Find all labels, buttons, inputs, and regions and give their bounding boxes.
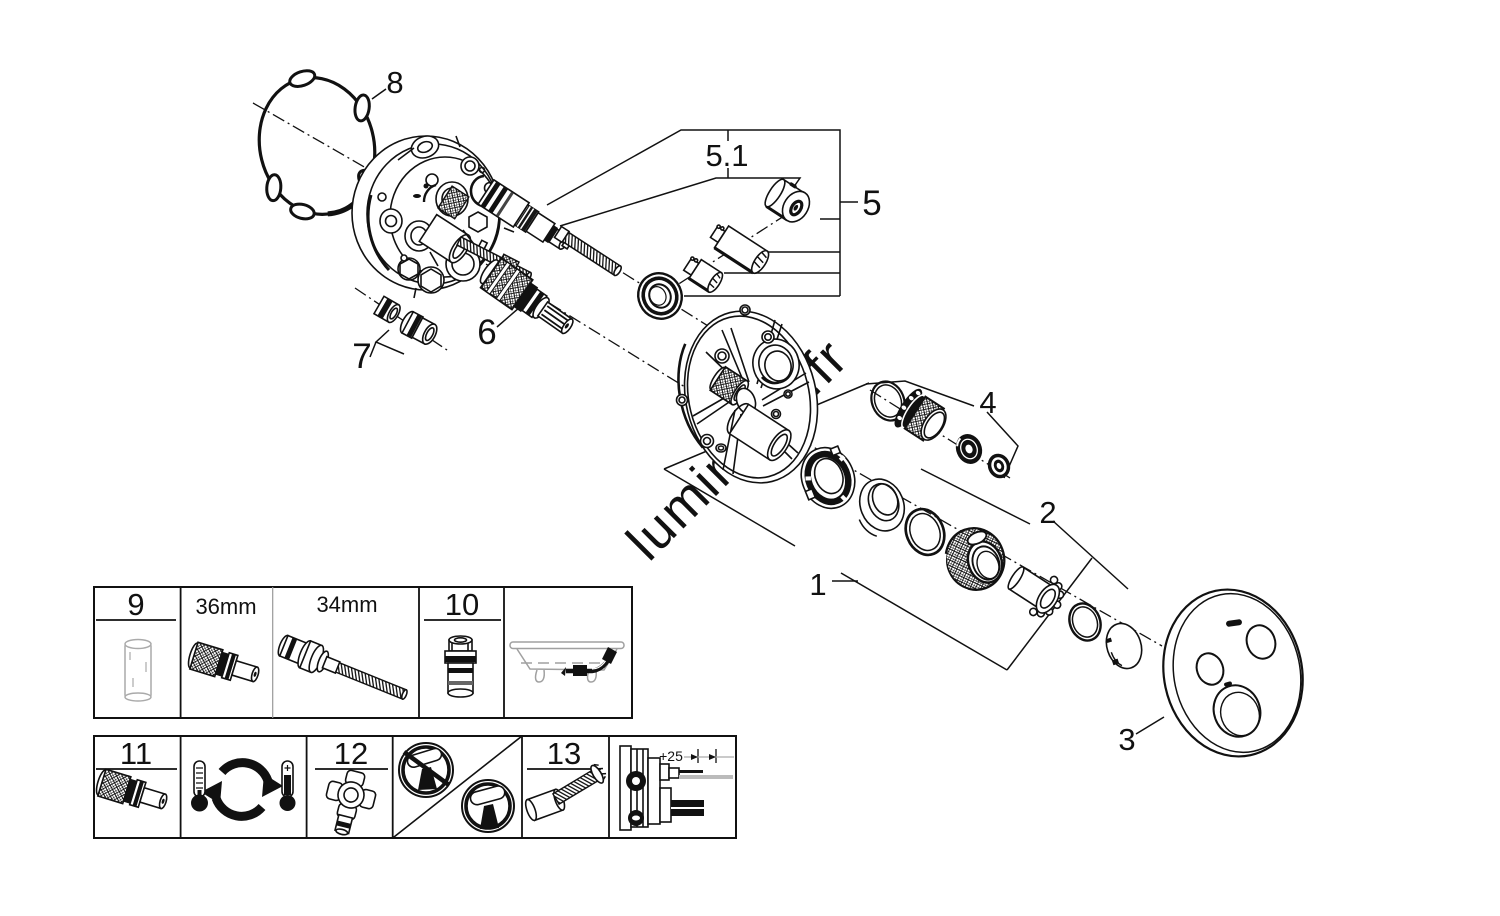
svg-text:5.1: 5.1: [705, 138, 748, 173]
svg-text:5: 5: [862, 184, 881, 223]
svg-text:2: 2: [1039, 495, 1056, 530]
svg-text:6: 6: [477, 313, 496, 352]
svg-text:7: 7: [352, 337, 371, 376]
svg-text:34mm: 34mm: [316, 592, 377, 617]
svg-text:+25: +25: [659, 748, 683, 764]
svg-text:1: 1: [809, 567, 826, 602]
svg-text:4: 4: [979, 385, 996, 420]
svg-text:10: 10: [445, 587, 479, 622]
svg-text:13: 13: [547, 736, 581, 771]
svg-text:9: 9: [127, 587, 144, 622]
svg-text:3: 3: [1118, 722, 1135, 757]
svg-text:8: 8: [386, 65, 403, 100]
svg-text:36mm: 36mm: [195, 594, 256, 619]
svg-text:11: 11: [120, 736, 152, 771]
svg-text:12: 12: [334, 736, 368, 771]
